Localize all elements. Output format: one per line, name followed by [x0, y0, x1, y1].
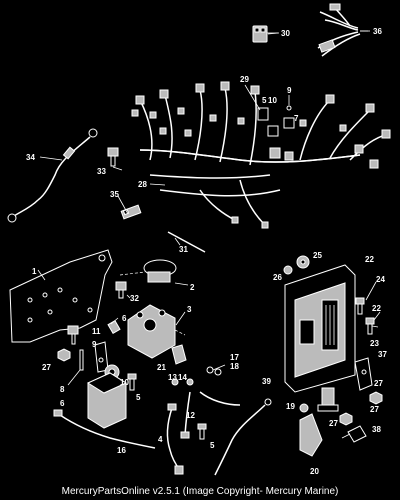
callout-27-left[interactable]: 27: [42, 363, 51, 372]
callout-27-right[interactable]: 27: [374, 379, 383, 388]
callout-1[interactable]: 1: [32, 267, 37, 276]
callout-18[interactable]: 19: [286, 402, 295, 411]
part-35-connector[interactable]: [120, 204, 142, 220]
part-2-clamp[interactable]: [119, 259, 177, 283]
callout-5-top[interactable]: 5: [262, 96, 267, 105]
callout-15[interactable]: 16: [117, 446, 126, 455]
part-27-nut-left[interactable]: [57, 348, 71, 362]
callout-4[interactable]: 4: [158, 435, 163, 444]
callout-11[interactable]: 11: [92, 327, 101, 336]
callout-32[interactable]: 32: [130, 294, 139, 303]
part-21-ecm-module[interactable]: [284, 264, 356, 393]
part-13-nut[interactable]: [171, 378, 179, 386]
part-8-stud[interactable]: [67, 349, 84, 386]
callout-22-upper[interactable]: 22: [372, 304, 381, 313]
callout-23[interactable]: 24: [376, 275, 385, 284]
callout-8[interactable]: 8: [60, 385, 65, 394]
part-22-screw[interactable]: [365, 317, 375, 335]
part-36-harness[interactable]: [317, 3, 368, 57]
part-20-boot[interactable]: [171, 344, 187, 365]
callout-2[interactable]: 2: [190, 283, 195, 292]
callout-35[interactable]: 35: [110, 190, 119, 199]
part-27-nut-right[interactable]: [369, 391, 383, 405]
part-18-nut[interactable]: [299, 403, 309, 413]
callout-36[interactable]: 36: [373, 27, 382, 36]
part-12-cable[interactable]: [180, 391, 191, 439]
callout-6[interactable]: 6: [122, 314, 127, 323]
part-27-nut-lower[interactable]: [339, 412, 353, 426]
callout-31[interactable]: 31: [179, 245, 188, 254]
part-3-solenoid[interactable]: [127, 304, 186, 359]
copyright-caption: MercuryPartsOnline v2.5.1 (Image Copyrig…: [61, 486, 339, 497]
callout-26[interactable]: 27: [329, 419, 338, 428]
part-26-sensor[interactable]: [317, 387, 339, 412]
callout-7[interactable]: 6: [60, 399, 65, 408]
part-30-connector[interactable]: [252, 25, 279, 43]
callout-24[interactable]: 25: [313, 251, 322, 260]
callout-37[interactable]: 37: [378, 350, 387, 359]
callout-5-mid[interactable]: 5: [136, 393, 141, 402]
callout-labels: 30 36 29 9 5 10 7 34 33 28 35 31 1 2 32 …: [26, 27, 387, 476]
part-28-engine-harness[interactable]: [131, 81, 391, 229]
part-14-washer[interactable]: [186, 378, 194, 386]
part-25-grommet[interactable]: [283, 265, 293, 275]
part-29-relay-bracket[interactable]: [244, 84, 295, 137]
callout-33[interactable]: 33: [97, 167, 106, 176]
part-11-bracket[interactable]: [67, 325, 79, 345]
callout-19[interactable]: 20: [310, 467, 319, 476]
part-23-screw[interactable]: [355, 297, 365, 315]
part-31-rod[interactable]: [167, 231, 206, 253]
part-37-bracket[interactable]: [354, 357, 373, 391]
part-33-bolt[interactable]: [107, 147, 119, 167]
callout-5-low[interactable]: 5: [210, 441, 215, 450]
callout-30[interactable]: 30: [281, 29, 290, 38]
callout-17[interactable]: 18: [230, 362, 239, 371]
part-7-relay[interactable]: [86, 372, 128, 429]
callout-13[interactable]: 13: [168, 373, 177, 382]
callout-29[interactable]: 29: [240, 75, 249, 84]
part-1-mounting-plate[interactable]: [9, 249, 113, 343]
part-24-grommet[interactable]: [296, 255, 310, 269]
callout-10[interactable]: 10: [120, 378, 129, 387]
part-5-screw-lower[interactable]: [197, 423, 207, 440]
part-32-bolt[interactable]: [115, 281, 127, 299]
leader-lines: [37, 30, 381, 328]
callout-22-lower[interactable]: 23: [370, 339, 379, 348]
part-19-boot[interactable]: [299, 413, 323, 457]
callout-39[interactable]: 39: [262, 377, 271, 386]
callout-12[interactable]: 12: [186, 411, 195, 420]
callout-27-lower[interactable]: 27: [370, 405, 379, 414]
callout-9-top[interactable]: 9: [287, 86, 292, 95]
callout-16[interactable]: 17: [230, 353, 239, 362]
part-39-cable[interactable]: [199, 391, 272, 476]
part-16-17-terminals[interactable]: [206, 364, 226, 376]
callout-10-top[interactable]: 10: [268, 96, 277, 105]
callout-25[interactable]: 26: [273, 273, 282, 282]
callout-7-top[interactable]: 7: [294, 114, 299, 123]
part-34-ground-cable[interactable]: [7, 128, 98, 223]
part-6-bolt[interactable]: [107, 319, 121, 335]
callout-9-left[interactable]: 9: [92, 340, 97, 349]
part-38-connector[interactable]: [341, 425, 367, 443]
part-4-cable[interactable]: [166, 403, 184, 475]
callout-28[interactable]: 28: [138, 180, 147, 189]
callout-34[interactable]: 34: [26, 153, 35, 162]
parts-diagram: 30 36 29 9 5 10 7 34 33 28 35 31 1 2 32 …: [7, 3, 391, 476]
callout-38[interactable]: 38: [372, 425, 381, 434]
callout-3[interactable]: 3: [187, 305, 192, 314]
part-5-screw[interactable]: [127, 373, 137, 391]
callout-14[interactable]: 14: [178, 373, 187, 382]
callout-21[interactable]: 22: [365, 255, 374, 264]
part-15-wire[interactable]: [53, 409, 156, 449]
callout-20[interactable]: 21: [157, 363, 166, 372]
